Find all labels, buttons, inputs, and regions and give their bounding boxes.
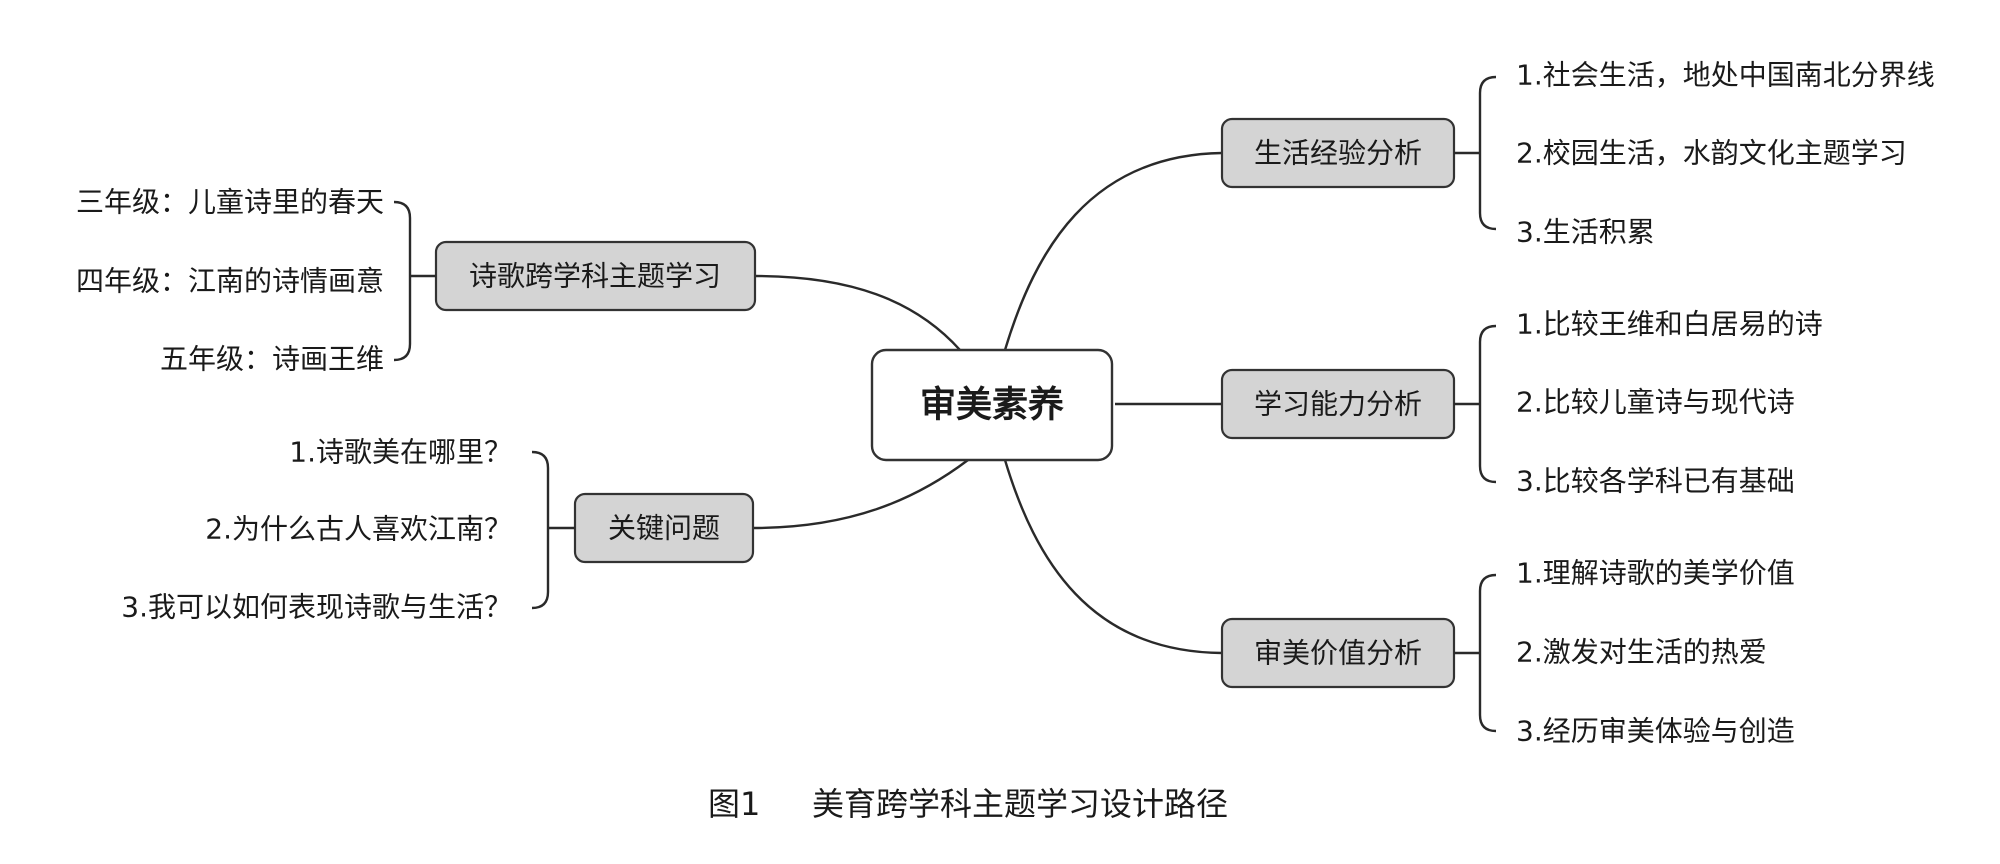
node-label-learning-ability: 学习能力分析 [1254, 388, 1422, 421]
branch-poetry-learning: 诗歌跨学科主题学习 三年级：儿童诗里的春天 四年级：江南的诗情画意 五年级：诗画… [76, 186, 757, 376]
connector-center-to-poetry [754, 274, 961, 351]
leaf-question-2: 2.为什么古人喜欢江南？ [205, 513, 512, 546]
connector-center-to-life [1003, 151, 1223, 351]
node-label-life-experience: 生活经验分析 [1254, 137, 1422, 170]
center-node: 审美素养 [870, 348, 1114, 462]
leaf-life-3: 3.生活积累 [1516, 216, 1655, 249]
center-node-label: 审美素养 [920, 384, 1064, 426]
leaf-ability-1: 1.比较王维和白居易的诗 [1516, 308, 1823, 341]
node-label-aesthetic-value: 审美价值分析 [1254, 637, 1422, 670]
figure-caption: 图1 美育跨学科主题学习设计路径 [708, 785, 1228, 823]
leaf-question-3: 3.我可以如何表现诗歌与生活？ [121, 591, 512, 624]
bracket-learning-ability [1478, 324, 1497, 484]
figure-number: 图1 [708, 785, 760, 823]
leaf-poetry-1: 三年级：儿童诗里的春天 [76, 186, 384, 219]
figure-title: 美育跨学科主题学习设计路径 [812, 785, 1228, 823]
branch-aesthetic-value: 审美价值分析 1.理解诗歌的美学价值 2.激发对生活的热爱 3.经历审美体验与创… [1220, 557, 1795, 748]
node-label-poetry-learning: 诗歌跨学科主题学习 [469, 260, 721, 293]
connector-center-to-aesthetic [1003, 459, 1223, 655]
leaf-question-1: 1.诗歌美在哪里？ [289, 436, 512, 469]
branch-life-experience: 生活经验分析 1.社会生活，地处中国南北分界线 2.校园生活，水韵文化主题学习 … [1220, 59, 1935, 249]
leaf-ability-2: 2.比较儿童诗与现代诗 [1516, 386, 1795, 419]
bracket-poetry-learning [393, 200, 412, 362]
leaf-ability-3: 3.比较各学科已有基础 [1516, 465, 1795, 498]
node-label-key-questions: 关键问题 [608, 512, 720, 545]
bracket-aesthetic-value [1478, 573, 1497, 733]
connector-center-to-questions [752, 459, 969, 530]
bracket-life-experience [1478, 75, 1497, 231]
branch-learning-ability: 学习能力分析 1.比较王维和白居易的诗 2.比较儿童诗与现代诗 3.比较各学科已… [1220, 308, 1823, 498]
leaf-life-2: 2.校园生活，水韵文化主题学习 [1516, 137, 1907, 170]
center-node-box [870, 348, 1114, 462]
leaf-poetry-2: 四年级：江南的诗情画意 [76, 265, 384, 298]
leaf-life-1: 1.社会生活，地处中国南北分界线 [1516, 59, 1935, 92]
leaf-aesthetic-1: 1.理解诗歌的美学价值 [1516, 557, 1795, 590]
bracket-key-questions [531, 450, 550, 610]
leaf-aesthetic-2: 2.激发对生活的热爱 [1516, 636, 1767, 669]
leaf-aesthetic-3: 3.经历审美体验与创造 [1516, 715, 1795, 748]
leaf-poetry-3: 五年级：诗画王维 [160, 343, 384, 376]
branch-key-questions: 关键问题 1.诗歌美在哪里？ 2.为什么古人喜欢江南？ 3.我可以如何表现诗歌与… [121, 436, 755, 624]
